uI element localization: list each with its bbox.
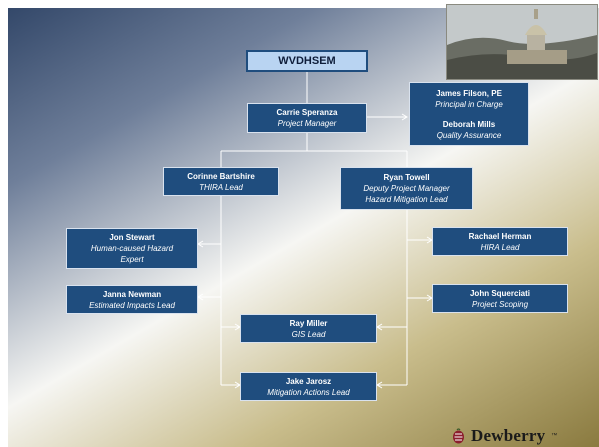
- estimated-impacts-box: Janna Newman Estimated Impacts Lead: [66, 285, 198, 314]
- capitol-dome-image: [447, 5, 597, 79]
- dewberry-logo: Dewberry ™: [452, 426, 557, 446]
- mitigation-actions-box: Jake Jarosz Mitigation Actions Lead: [240, 372, 377, 401]
- advisor-role: Principal in Charge: [435, 99, 503, 109]
- hira-lead-box: Rachael Herman HIRA Lead: [432, 227, 568, 256]
- advisor-name: James Filson, PE: [436, 88, 502, 98]
- herman-name: Rachael Herman: [468, 231, 532, 241]
- squerciati-role: Project Scoping: [471, 299, 529, 309]
- newman-role: Estimated Impacts Lead: [89, 300, 175, 310]
- project-scoping-box: John Squerciati Project Scoping: [432, 284, 568, 313]
- newman-name: Janna Newman: [102, 289, 162, 299]
- advisor-name: Deborah Mills: [442, 119, 496, 129]
- jarosz-role: Mitigation Actions Lead: [267, 387, 350, 397]
- stewart-role-line2: Expert: [120, 255, 144, 264]
- thira-lead-box: Corinne Bartshire THIRA Lead: [163, 167, 279, 196]
- dewberry-berry-icon: [453, 428, 464, 444]
- capitol-dome-photo: [446, 4, 598, 80]
- thira-lead-name: Corinne Bartshire: [187, 171, 255, 181]
- thira-lead-role: THIRA Lead: [199, 182, 243, 192]
- trademark-mark: ™: [551, 433, 558, 439]
- deputy-role-line1: Deputy Project Manager: [363, 184, 450, 193]
- miller-name: Ray Miller: [289, 318, 328, 328]
- herman-role: HIRA Lead: [480, 242, 520, 252]
- jarosz-name: Jake Jarosz: [285, 376, 332, 386]
- deputy-name: Ryan Towell: [383, 173, 430, 182]
- dewberry-wordmark: Dewberry: [471, 426, 546, 445]
- project-manager-box: Carrie Speranza Project Manager: [247, 103, 367, 133]
- org-root-box: WVDHSEM: [246, 50, 368, 72]
- manager-name: Carrie Speranza: [276, 108, 338, 117]
- miller-role: GIS Lead: [291, 329, 326, 339]
- advisor-role: Quality Assurance: [436, 130, 502, 140]
- slide-top-border: [0, 0, 599, 8]
- human-hazard-expert-box: Jon Stewart Human-caused Hazard Expert: [66, 228, 198, 269]
- manager-role: Project Manager: [277, 119, 337, 128]
- gis-lead-box: Ray Miller GIS Lead: [240, 314, 377, 343]
- stewart-name: Jon Stewart: [109, 233, 155, 242]
- slide-left-border: [0, 0, 8, 447]
- advisors-box: James Filson, PE Principal in Charge Deb…: [409, 82, 529, 146]
- squerciati-name: John Squerciati: [469, 288, 530, 298]
- stewart-role-line1: Human-caused Hazard: [90, 244, 174, 253]
- deputy-role-line2: Hazard Mitigation Lead: [365, 195, 448, 204]
- org-root-label: WVDHSEM: [278, 55, 336, 67]
- deputy-manager-box: Ryan Towell Deputy Project Manager Hazar…: [340, 167, 473, 210]
